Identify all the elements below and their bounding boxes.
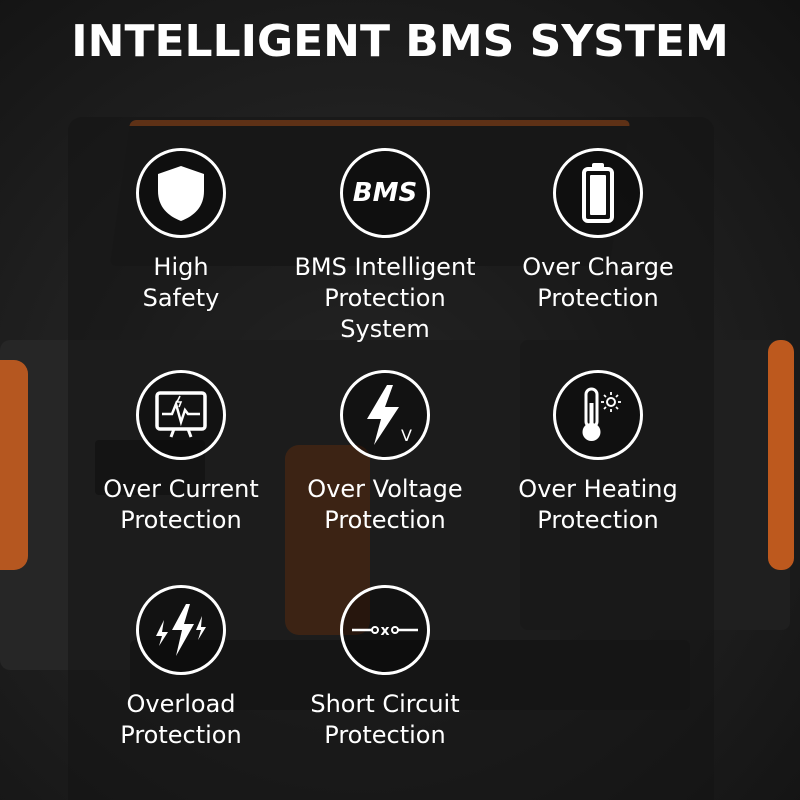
svg-text:x: x bbox=[380, 623, 389, 639]
lightning-voltage-icon: V bbox=[340, 370, 430, 460]
overload-lightning-icon bbox=[136, 585, 226, 675]
bms-icon: BMS bbox=[340, 148, 430, 238]
shield-icon bbox=[136, 148, 226, 238]
short-circuit-icon: x bbox=[340, 585, 430, 675]
page-title: INTELLIGENT BMS SYSTEM bbox=[71, 16, 729, 67]
monitor-current-icon bbox=[136, 370, 226, 460]
battery-icon bbox=[553, 148, 643, 238]
thermometer-icon bbox=[553, 370, 643, 460]
svg-text:V: V bbox=[401, 426, 412, 445]
orange-bumper-left bbox=[0, 360, 28, 570]
orange-bumper-right bbox=[768, 340, 794, 570]
